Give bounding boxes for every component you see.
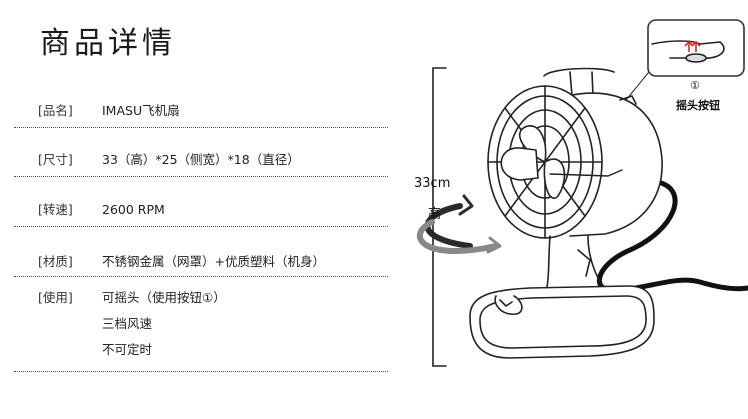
spec-value: 可摇头（使用按钮①） [102,290,226,305]
spec-row-usage-extra-1: 三档风速 [38,311,152,336]
divider [14,371,388,372]
spec-key: [材质] [38,254,73,269]
spec-value: 三档风速 [102,316,153,331]
spec-row-speed: [转速] 2600 RPM [38,197,165,222]
fan-blade [543,158,566,199]
spec-row-usage-extra-2: 不可定时 [38,337,152,362]
divider [14,127,388,128]
divider [14,226,388,227]
spec-key: [转速] [38,202,73,217]
spec-key: [尺寸] [38,152,73,167]
spec-key: [使用] [38,290,73,305]
up-arrows-icon [684,40,701,52]
spec-key: [品名] [38,103,73,118]
divider [14,276,388,277]
button-number: ① [690,79,700,92]
spec-row-material: [材质] 不锈钢金属（网罩）+优质塑料（机身） [38,249,325,274]
page-title: 商品详情 [40,26,176,61]
spec-row-size: [尺寸] 33（高）*25（侧宽）*18（直径） [38,147,300,172]
fan-drawing [417,19,748,367]
button-label: 摇头按钮 [676,99,720,112]
spec-value: 2600 RPM [102,202,165,217]
fan-illustration: 33cm 高 ① 摇头按钮 [400,0,748,419]
spec-row-usage: [使用] 可摇头（使用按钮①） [38,285,226,310]
spec-value: 不可定时 [102,342,153,357]
fan-handle [543,67,615,97]
height-char: 高 [428,207,442,222]
divider [14,176,388,177]
spec-value: IMASU飞机扇 [102,103,180,118]
rotation-arrow [417,219,499,254]
spec-value: 不锈钢金属（网罩）+优质塑料（机身） [102,254,325,269]
height-label: 33cm [414,176,451,191]
spec-value: 33（高）*25（侧宽）*18（直径） [102,152,300,167]
fan-nose [500,147,539,181]
spec-row-name: [品名] IMASU飞机扇 [38,98,180,123]
